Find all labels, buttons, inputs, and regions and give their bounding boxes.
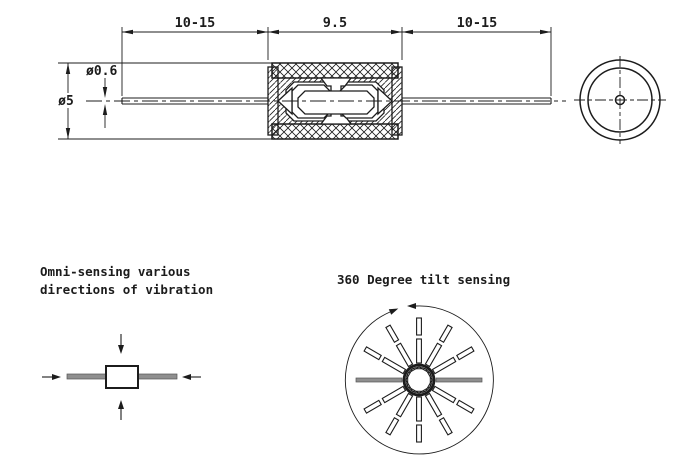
body-diameter-dimension: ø5 — [53, 62, 272, 140]
tilt-lead-right — [435, 377, 483, 383]
rotation-arc — [344, 305, 494, 455]
rolling-mass — [297, 90, 375, 115]
dim-arrow — [402, 29, 413, 35]
tilt-caption: 360 Degree tilt sensing — [337, 272, 510, 287]
dim-arrow — [102, 104, 108, 115]
tilt-diagram — [344, 303, 494, 455]
dim-arrow — [268, 29, 279, 35]
dim-arrow — [65, 128, 71, 139]
hub-ring — [402, 363, 436, 397]
tilt-spokes — [363, 317, 475, 443]
end-view — [574, 56, 666, 144]
vibration-arrow-top — [118, 334, 124, 354]
dim-arrow — [65, 63, 71, 74]
omni-caption-line1: Omni-sensing various — [40, 264, 191, 279]
omni-right-lead — [137, 373, 178, 380]
dim-arrow — [540, 29, 551, 35]
omni-left-lead — [66, 373, 107, 380]
vibration-arrow-right — [182, 374, 201, 380]
top-dimension-chain: 10-15 9.5 10-15 — [121, 15, 552, 96]
omni-caption-line2: directions of vibration — [40, 282, 213, 297]
dim-arrow — [391, 29, 402, 35]
lead-diameter-dimension: ø0.6 — [86, 64, 117, 128]
vibration-arrow-bottom — [118, 400, 124, 420]
dim-label-lead-diameter: ø0.6 — [86, 64, 117, 79]
hub-star-hexagon-a — [405, 368, 433, 392]
rotation-arrow-left — [388, 308, 399, 315]
rotation-arrow-right — [407, 303, 416, 309]
tilt-sensing-section: 360 Degree tilt sensing — [337, 272, 510, 455]
dim-arrow — [257, 29, 268, 35]
top-shell-band — [271, 62, 399, 79]
label-backing — [53, 93, 80, 108]
dim-arrow — [122, 29, 133, 35]
tilt-hub — [402, 363, 436, 397]
bottom-shell-band — [271, 123, 399, 140]
omni-diagram — [42, 334, 201, 420]
hub-star-hexagon-b — [407, 366, 431, 394]
front-view: 10-15 9.5 10-15 ø5 ø0.6 — [53, 15, 566, 140]
dim-label-lead-left: 10-15 — [175, 15, 216, 31]
tilt-lead-left — [355, 377, 403, 383]
omni-component-body — [105, 365, 139, 389]
dim-label-body-length: 9.5 — [323, 15, 347, 31]
vibration-arrow-left — [42, 374, 61, 380]
omni-sensing-section: Omni-sensing various directions of vibra… — [40, 264, 213, 420]
dim-arrow — [102, 87, 108, 98]
sensor-body-section — [267, 62, 403, 140]
axial-leads — [121, 97, 552, 105]
dim-label-lead-right: 10-15 — [457, 15, 498, 31]
dim-label-body-diameter: ø5 — [58, 94, 74, 109]
